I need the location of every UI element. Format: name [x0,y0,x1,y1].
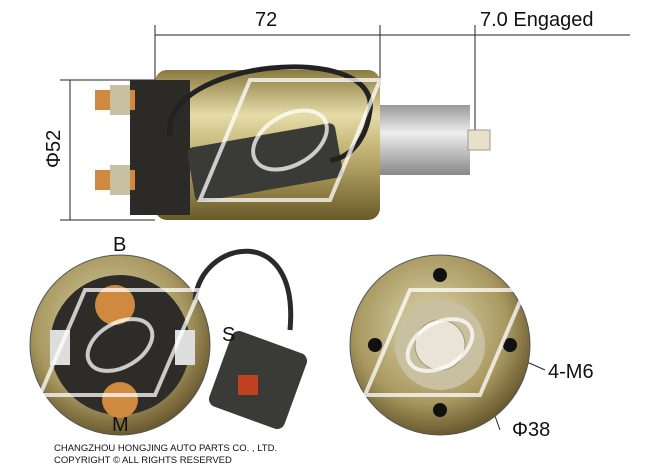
mounting-holes-dimension: 4-M6 [548,361,594,383]
body-diameter-dimension: Φ52 [43,129,65,168]
terminal-m-label: M [112,414,129,436]
engaged-dimension: 7.0 Engaged [480,9,594,31]
rear-view [29,248,308,436]
terminal-s-label: S [222,324,236,346]
watermark-logo [36,78,529,397]
company-name: CHANGZHOU HONGJING AUTO PARTS CO. , LTD. [54,443,278,454]
side-view [95,64,491,220]
terminal-b-label: B [113,234,127,256]
flange-diameter-dimension: Φ38 [512,419,551,441]
copyright-notice: COPYRIGHT © ALL RIGHTS RESERVED [54,455,232,466]
dimension-lines [60,25,630,431]
length-dimension: 72 [255,9,278,31]
